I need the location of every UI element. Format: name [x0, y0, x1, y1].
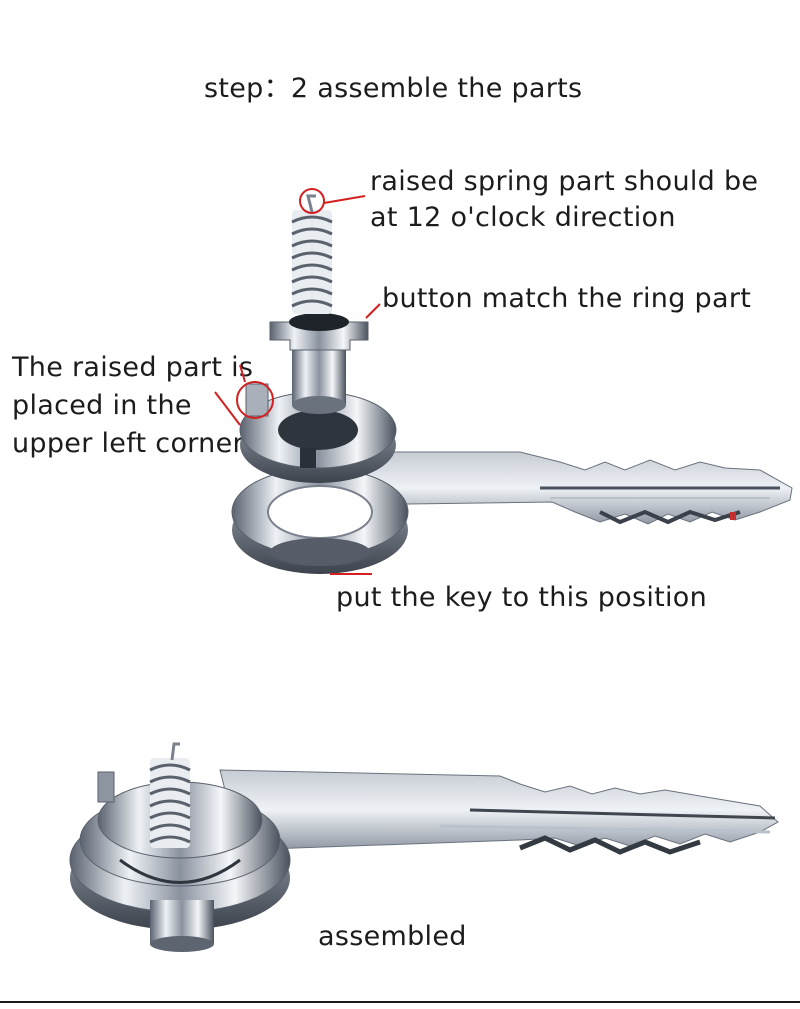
- spring-annotation-line2: at 12 o'clock direction: [370, 202, 676, 233]
- spring-annotation-line1: raised spring part should be: [370, 166, 759, 197]
- raised-leader-line-b: [214, 391, 241, 426]
- key-bow-ring: [231, 467, 409, 574]
- spring: [291, 194, 333, 314]
- assembled-caption: assembled: [318, 921, 467, 952]
- raised-part-annotation-line1: The raised part is: [12, 352, 254, 383]
- raised-part-annotation-line2: placed in the: [12, 390, 192, 421]
- raised-part-annotation-line3: upper left corner: [12, 428, 244, 459]
- step-title: step：2 assemble the parts: [204, 73, 583, 104]
- button-leader-line: [365, 303, 381, 319]
- raised-leader-line-a: [239, 364, 246, 383]
- button-annotation: button match the ring part: [382, 283, 752, 314]
- button-cylinder: [269, 313, 369, 414]
- key-upper: [329, 451, 793, 525]
- spring-tip-circle: [299, 188, 325, 214]
- annotation-markers: [214, 188, 381, 575]
- bottom-divider: [0, 1001, 800, 1003]
- raised-part-circle: [236, 381, 274, 419]
- upper-ring: [239, 383, 397, 483]
- spring-leader-line: [323, 195, 366, 204]
- key-position-annotation: put the key to this position: [336, 582, 708, 613]
